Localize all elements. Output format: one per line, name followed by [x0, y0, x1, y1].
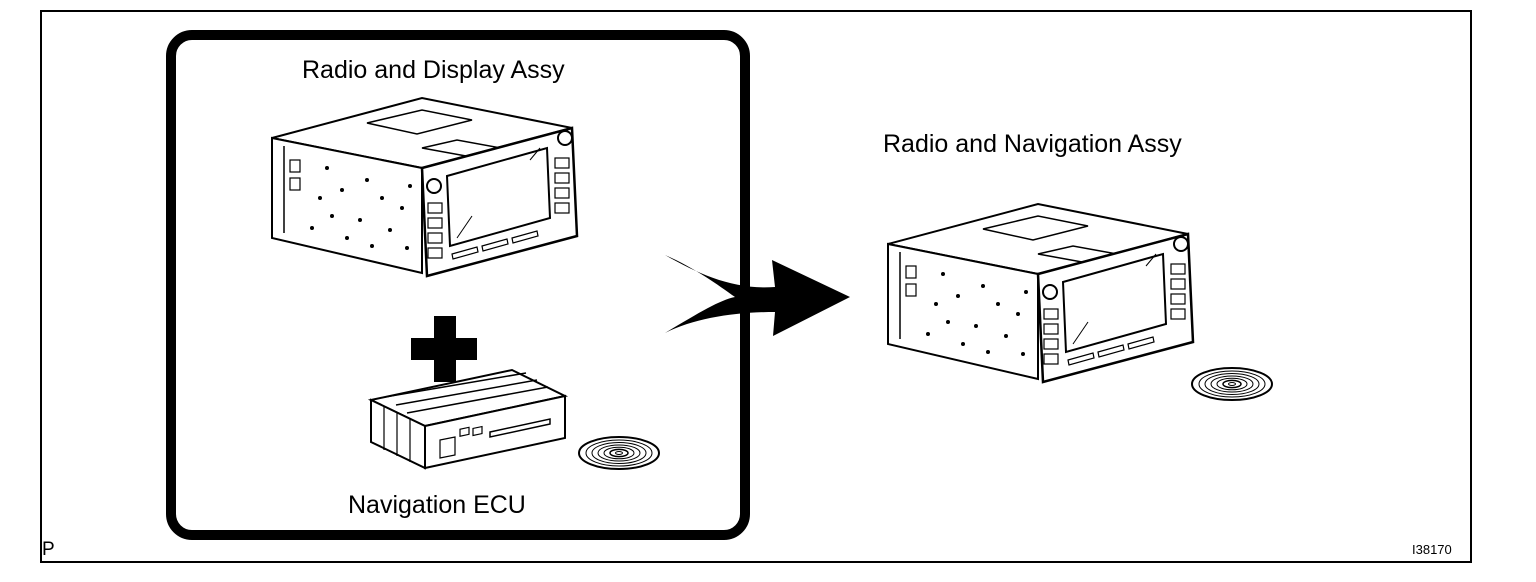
radio-navigation-assy-illustration	[886, 202, 1195, 384]
disc-icon	[578, 436, 660, 470]
figure-id: I38170	[1412, 542, 1452, 557]
right-arrow-icon	[665, 255, 850, 336]
figure-frame	[40, 10, 1472, 563]
corner-mark: P	[42, 539, 55, 560]
navigation-ecu-label: Navigation ECU	[348, 491, 526, 519]
disc-icon	[1191, 367, 1273, 401]
radio-navigation-assy-label: Radio and Navigation Assy	[883, 130, 1182, 158]
plus-icon	[411, 316, 477, 382]
radio-display-assy-label: Radio and Display Assy	[302, 56, 565, 84]
navigation-ecu-illustration	[367, 368, 569, 470]
component-group-box	[166, 30, 750, 540]
radio-display-assy-illustration	[270, 96, 579, 278]
